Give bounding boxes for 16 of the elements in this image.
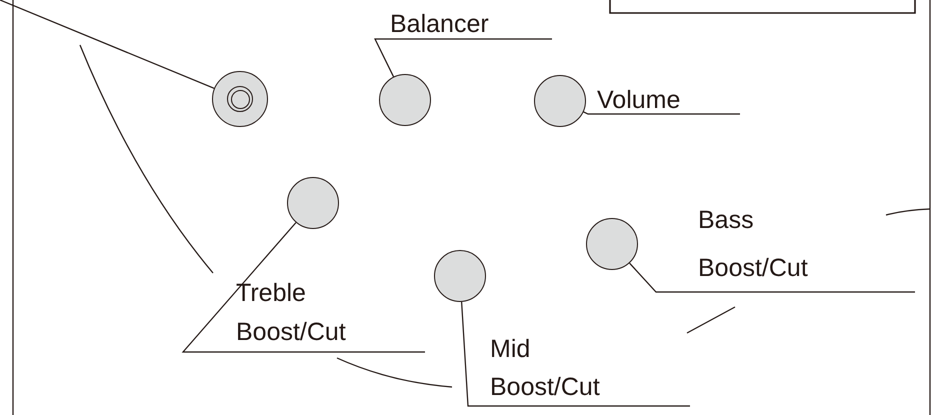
leader-line: [583, 111, 741, 115]
leader-line: [461, 301, 691, 407]
leader-line: [182, 222, 426, 353]
control-knob: [287, 177, 339, 229]
leader-line: [0, 0, 214, 89]
control-knob: [434, 250, 486, 302]
control-label: Treble Boost/Cut: [236, 278, 347, 348]
control-label: Balancer: [390, 9, 490, 39]
control-knob: [534, 75, 586, 127]
control-label: Volume: [597, 86, 682, 114]
leader-line: [629, 262, 916, 293]
control-label: Mid Boost/Cut: [490, 334, 601, 403]
control-knob: [379, 74, 431, 126]
control-label: Bass Boost/Cut: [698, 205, 809, 284]
leader-line: [374, 38, 553, 78]
control-knob: [586, 218, 638, 270]
